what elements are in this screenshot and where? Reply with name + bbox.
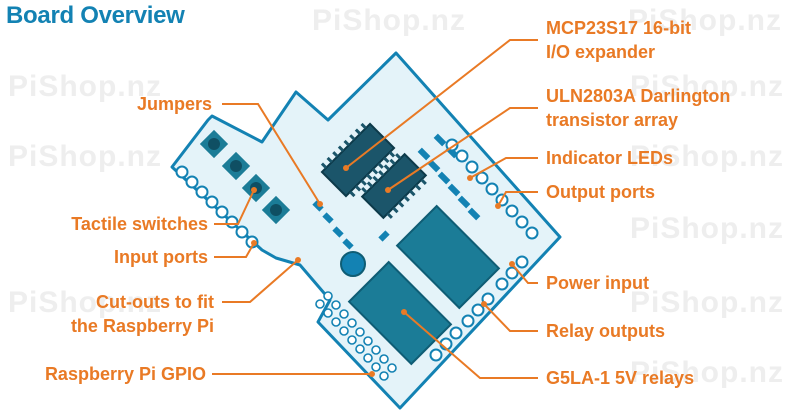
label-power-input: Power input: [546, 273, 649, 293]
power-input-terminals: [495, 255, 529, 291]
leader-jumpers: [222, 103, 321, 205]
label-cutouts-line1: Cut-outs to fit: [96, 292, 214, 312]
label-indicator-leds: Indicator LEDs: [546, 148, 674, 168]
leader-uln: [387, 107, 538, 191]
relay-2: [347, 260, 453, 366]
label-uln-line2: transistor array: [546, 110, 679, 130]
watermark: PiShop.nz: [630, 356, 784, 389]
leader-dots: [251, 165, 515, 377]
leader-mcp: [345, 39, 538, 169]
watermark: PiShop.nz: [8, 70, 162, 103]
label-tactile-switches: Tactile switches: [71, 214, 208, 234]
label-relay-outputs: Relay outputs: [546, 321, 666, 341]
watermark: PiShop.nz: [630, 212, 784, 245]
leader-power-input: [511, 263, 538, 284]
watermark: PiShop.nz: [8, 140, 162, 173]
capacitor: [340, 251, 366, 277]
page-title: Board Overview: [6, 2, 185, 29]
label-output-ports: Output ports: [546, 182, 655, 202]
label-relays: G5LA-1 5V relays: [546, 368, 695, 388]
label-uln-line1: ULN2803A Darlington: [546, 86, 731, 106]
label-mcp-line1: MCP23S17 16-bit: [546, 18, 692, 38]
leader-cutouts: [222, 259, 299, 303]
watermark: PiShop.nz: [630, 286, 784, 319]
label-jumpers: Jumpers: [136, 94, 212, 114]
watermark: PiShop.nz: [630, 140, 784, 173]
label-mcp-line2: I/O expander: [546, 42, 656, 62]
leader-relays: [403, 311, 538, 379]
leader-indicator-leds: [469, 157, 538, 179]
input-ports: [175, 165, 259, 249]
watermark: PiShop.nz: [8, 286, 162, 319]
relay-1: [395, 204, 501, 310]
watermark: PiShop.nz: [628, 4, 782, 37]
label-input-ports: Input ports: [114, 247, 208, 267]
leader-lines: [212, 39, 538, 379]
leader-output-ports: [497, 191, 538, 207]
leader-tactile-switches: [214, 189, 255, 225]
label-gpio: Raspberry Pi GPIO: [44, 364, 206, 384]
watermark: PiShop.nz: [630, 70, 784, 103]
leader-input-ports: [214, 242, 255, 258]
leader-relay-outputs: [483, 303, 538, 332]
watermark: PiShop.nz: [312, 4, 466, 37]
mcp23s17-chip: [320, 122, 396, 198]
raspberry-pi-gpio-header: [315, 291, 397, 381]
label-cutouts-line2: the Raspberry Pi: [70, 316, 214, 336]
relay-output-terminals: [429, 292, 495, 362]
